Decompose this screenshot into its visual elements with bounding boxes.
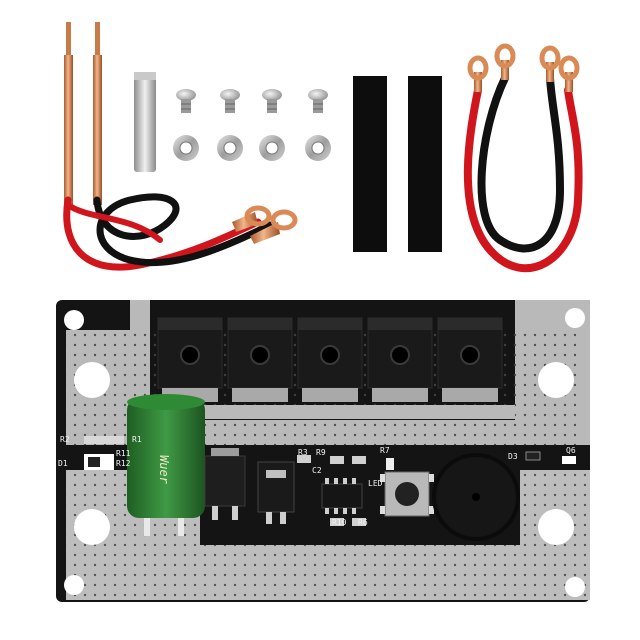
buzzer-icon xyxy=(432,453,520,541)
label-c2: C2 xyxy=(312,466,322,475)
mosfet-icon xyxy=(227,317,293,402)
label-d1: D1 xyxy=(58,459,68,468)
push-button-icon xyxy=(380,471,434,517)
nut-set xyxy=(173,135,331,161)
label-led: LED xyxy=(368,479,383,488)
label-r12: R12 xyxy=(116,459,131,468)
screw-icon xyxy=(262,89,282,113)
pen-cables xyxy=(63,193,274,271)
nut-icon xyxy=(173,135,199,161)
left-smd-cluster xyxy=(84,436,124,470)
center-smd-cluster xyxy=(257,455,366,526)
label-r6: R6 xyxy=(358,518,368,527)
label-r2: R2 xyxy=(60,435,70,444)
label-r9: R9 xyxy=(316,448,326,457)
label-q6: Q6 xyxy=(566,446,576,455)
mosfet-icon xyxy=(367,317,433,402)
label-r11: R11 xyxy=(116,449,131,458)
screw-icon xyxy=(308,89,328,113)
label-r3: R3 xyxy=(298,448,308,457)
screw-set xyxy=(176,89,328,113)
welding-pen-icon xyxy=(64,22,102,205)
mosfet-icon xyxy=(157,317,223,402)
silkscreen-labels: R2 D1 R11 R12 R1 R3 R9 C2 R7 LED R10 R6 … xyxy=(58,435,576,527)
nut-icon xyxy=(259,135,285,161)
screw-icon xyxy=(220,89,240,113)
ring-terminal-icon xyxy=(232,205,298,244)
capacitor-icon: Wuer xyxy=(127,394,205,536)
battery-cables xyxy=(463,74,583,273)
label-d3: D3 xyxy=(508,452,518,461)
mosfet-icon xyxy=(437,317,503,402)
heat-shrink-tube-icon xyxy=(353,76,442,252)
capacitor-label: Wuer xyxy=(157,455,171,485)
led-indicator xyxy=(386,458,394,470)
screw-icon xyxy=(176,89,196,113)
right-smd-cluster xyxy=(525,451,576,464)
label-r7: R7 xyxy=(380,446,390,455)
mosfet-row xyxy=(157,317,503,402)
regulator-chip xyxy=(204,448,246,520)
nickel-strip-icon xyxy=(134,72,156,172)
nut-icon xyxy=(217,135,243,161)
label-r10: R10 xyxy=(332,518,347,527)
mosfet-icon xyxy=(297,317,363,402)
label-r1: R1 xyxy=(132,435,142,444)
ring-terminal-icon xyxy=(467,43,580,92)
nut-icon xyxy=(305,135,331,161)
